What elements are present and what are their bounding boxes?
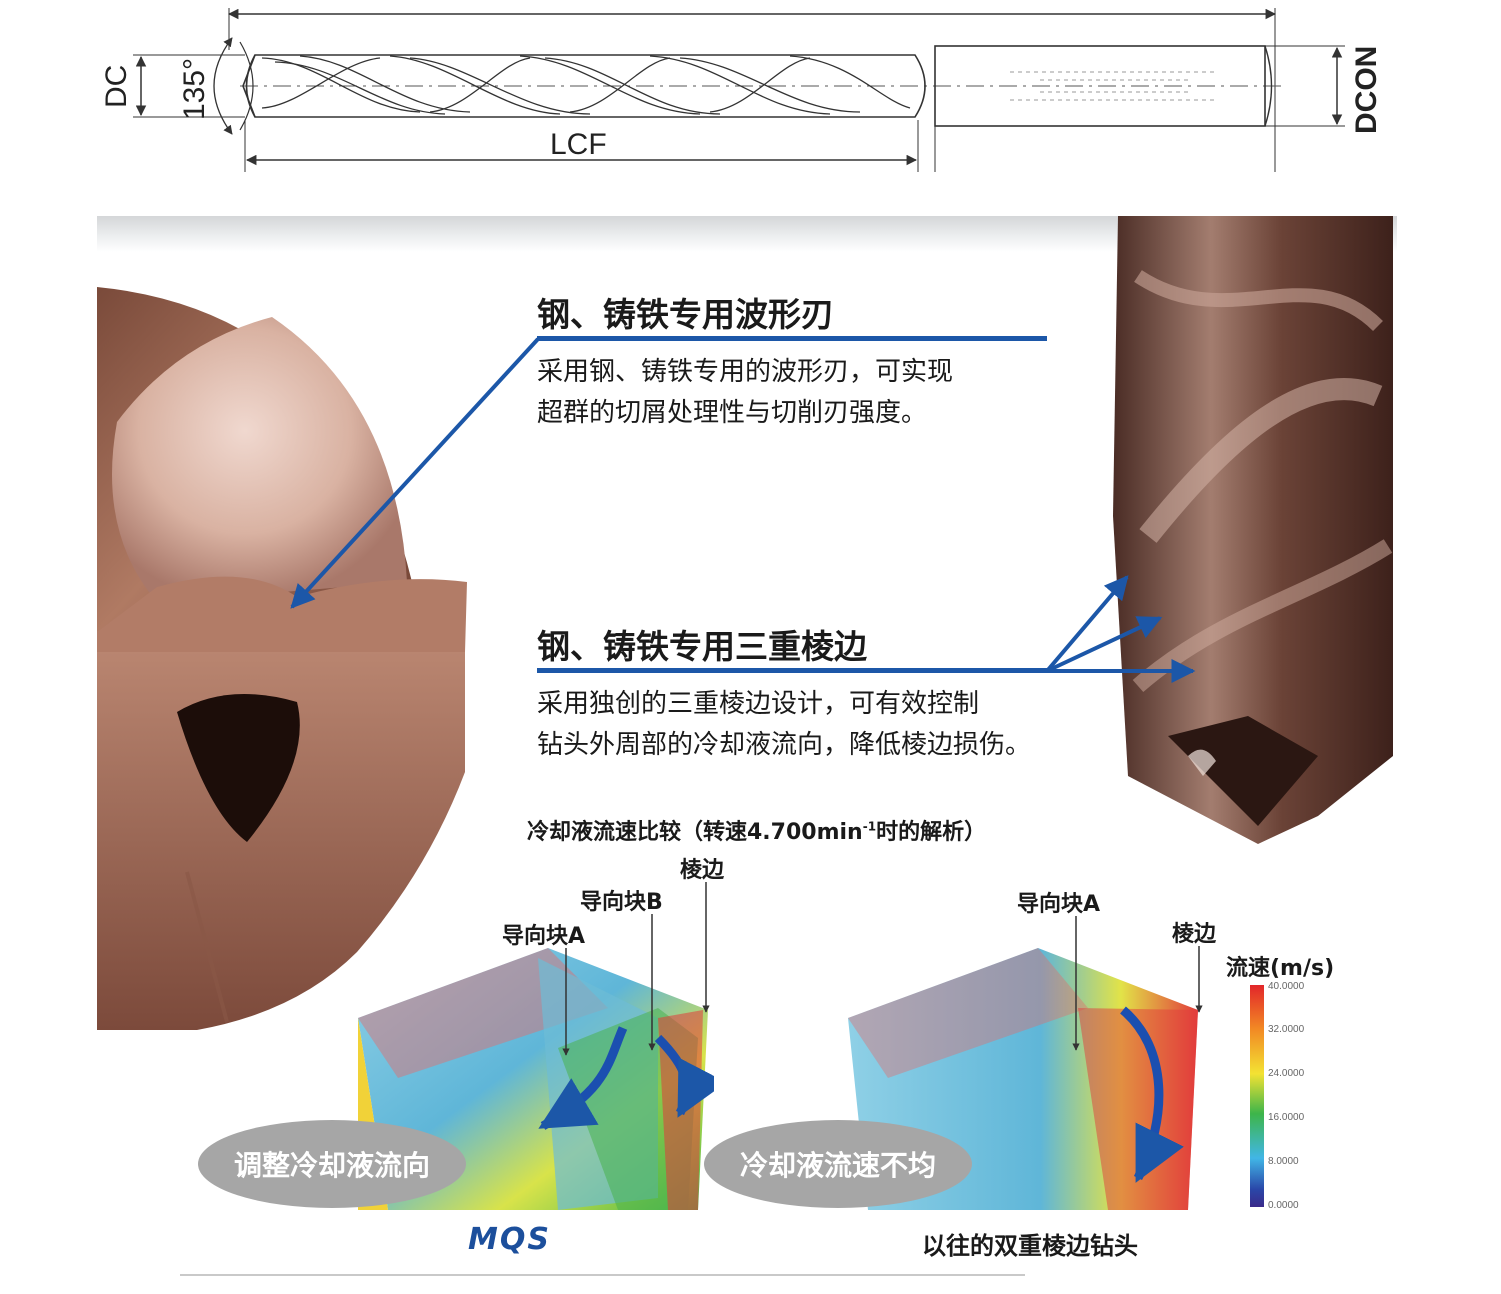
right-label-margin: 棱边: [1172, 922, 1217, 947]
left-label-pad-b: 导向块B: [580, 890, 663, 915]
drill-body-image: [1113, 216, 1393, 844]
bottom-rule: [180, 1274, 1025, 1276]
scale-tick-0: 40.0000: [1268, 981, 1305, 992]
scale-tick-1: 32.0000: [1268, 1024, 1305, 1035]
scale-tick-5: 0.0000: [1268, 1200, 1299, 1211]
scale-tick-3: 16.0000: [1268, 1112, 1305, 1123]
drill-technical-drawing: [133, 8, 1345, 172]
feature1-desc-line1: 采用钢、铸铁专用的波形刃，可实现: [537, 357, 954, 387]
right-pill-label: 冷却液流速不均: [704, 1120, 972, 1208]
feature2-desc-line2: 钻头外周部的冷却液流向，降低棱边损伤。: [537, 730, 1032, 760]
dim-lcf-label: LCF: [550, 128, 607, 161]
scale-tick-2: 24.0000: [1268, 1068, 1305, 1079]
left-label-margin: 棱边: [680, 858, 725, 883]
left-pill-label: 调整冷却液流向: [198, 1120, 466, 1208]
feature2-title: 钢、铸铁专用三重棱边: [537, 627, 867, 666]
feature1-rule: [537, 336, 1047, 341]
right-label-pad-a: 导向块A: [1017, 892, 1101, 917]
mqs-flow-simulation-image: [358, 948, 714, 1210]
scale-title: 流速(m/s): [1226, 956, 1335, 981]
scale-colorbar: [1250, 985, 1264, 1207]
comparison-title: 冷却液流速比较（转速4.700min-1时的解析）: [527, 819, 987, 845]
scale-tick-4: 8.0000: [1268, 1156, 1299, 1167]
right-caption: 以往的双重棱边钻头: [922, 1232, 1138, 1260]
feature2-desc-line1: 采用独创的三重棱边设计，可有效控制: [537, 689, 980, 719]
left-label-pad-a: 导向块A: [502, 924, 586, 949]
feature1-desc-line2: 超群的切屑处理性与切削刃强度。: [537, 398, 928, 428]
feature1-title: 钢、铸铁专用波形刃: [537, 295, 834, 334]
feature2-rule: [537, 668, 1047, 673]
drill-tip-closeup-image: [97, 287, 467, 1030]
mqs-brand-label: MQS: [468, 1222, 551, 1257]
